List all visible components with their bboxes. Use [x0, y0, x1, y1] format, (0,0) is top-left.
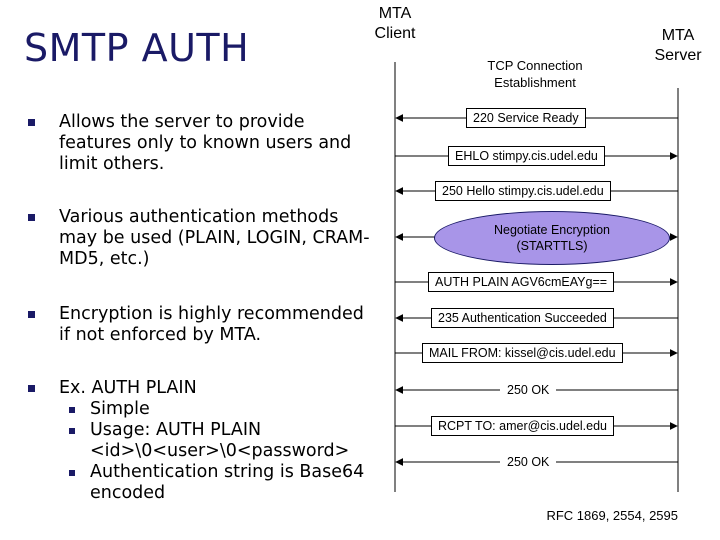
tcp-label: TCP Connection Establishment [460, 57, 610, 91]
rfc-reference: RFC 1869, 2554, 2595 [546, 508, 678, 523]
bullet-text: Various authentication methods may be us… [59, 207, 370, 269]
bullet-item: Encryption is highly recommended if not … [28, 304, 373, 346]
message-label: MAIL FROM: kissel@cis.udel.edu [422, 343, 623, 363]
message-label: EHLO stimpy.cis.udel.edu [448, 146, 605, 166]
sub-bullet-item: Simple [59, 399, 373, 420]
message-label: RCPT TO: amer@cis.udel.edu [431, 416, 615, 436]
page-title: SMTP AUTH [24, 26, 250, 70]
bullet-marker [28, 385, 35, 392]
bullet-marker [28, 119, 35, 126]
bullet-text: Ex. AUTH PLAIN [59, 378, 197, 398]
server-header: MTA Server [645, 26, 711, 66]
server-label-line1: MTA [661, 27, 695, 44]
negotiate-line1: Negotiate Encryption [493, 223, 611, 237]
bullet-marker [28, 214, 35, 221]
bullet-text: Allows the server to provide features on… [59, 112, 352, 174]
bullet-item: Ex. AUTH PLAIN Simple Usage: AUTH PLAIN … [28, 378, 373, 504]
bullet-marker [28, 311, 35, 318]
client-label-line1: MTA [378, 5, 412, 22]
bullet-item: Various authentication methods may be us… [28, 207, 373, 270]
sub-bullet-text: Usage: AUTH PLAIN <id>\0<user>\0<passwor… [90, 420, 350, 461]
server-label-line2: Server [654, 47, 702, 64]
bullet-item: Allows the server to provide features on… [28, 112, 373, 175]
tcp-label-line2: Establishment [494, 75, 576, 90]
message-label: 250 OK [500, 452, 557, 472]
message-label: 250 Hello stimpy.cis.udel.edu [435, 181, 611, 201]
negotiate-line2: (STARTTLS) [516, 239, 588, 253]
sub-bullet-item: Authentication string is Base64 encoded [59, 462, 373, 504]
negotiate-encryption-ellipse: Negotiate Encryption (STARTTLS) [434, 211, 670, 265]
message-label: 250 OK [500, 380, 557, 400]
sub-bullet-marker [69, 407, 75, 413]
sub-bullet-text: Simple [90, 399, 150, 419]
sub-bullet-text: Authentication string is Base64 encoded [90, 462, 365, 503]
client-label-line2: Client [374, 25, 416, 42]
sub-bullet-marker [69, 428, 75, 434]
client-header: MTA Client [365, 4, 425, 44]
message-label: 235 Authentication Succeeded [431, 308, 614, 328]
message-label: AUTH PLAIN AGV6cmEAYg== [428, 272, 615, 292]
bullet-text: Encryption is highly recommended if not … [59, 304, 364, 345]
sub-bullet-marker [69, 470, 75, 476]
tcp-label-line1: TCP Connection [487, 58, 583, 73]
message-label: 220 Service Ready [466, 108, 586, 128]
sub-bullet-item: Usage: AUTH PLAIN <id>\0<user>\0<passwor… [59, 420, 373, 462]
